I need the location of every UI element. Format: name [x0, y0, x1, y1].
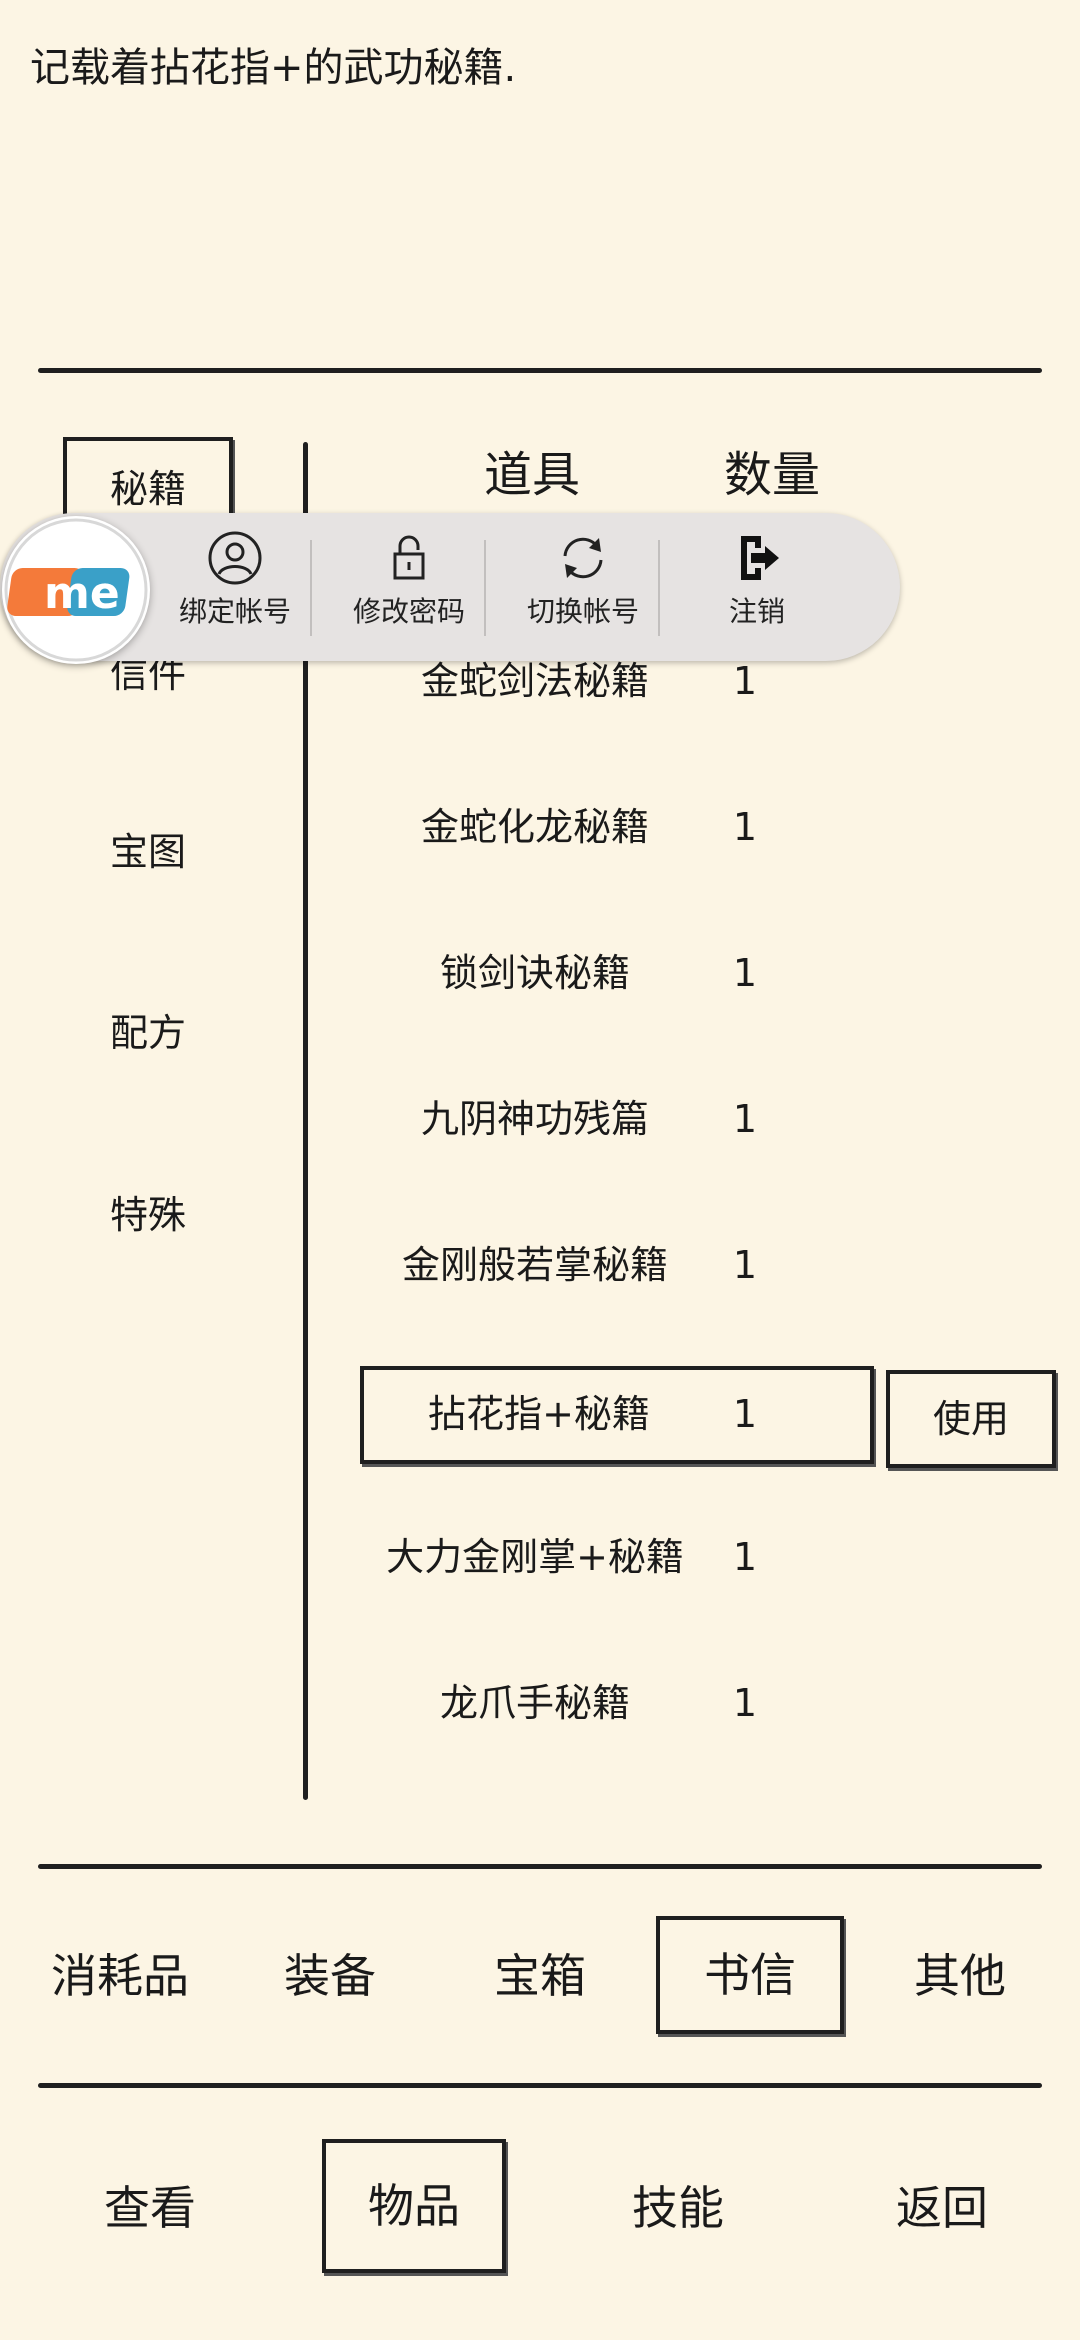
category-te-shu[interactable]: 特殊 [63, 1167, 233, 1263]
bind-account-button[interactable]: 绑定帐号 [150, 528, 320, 648]
table-row[interactable]: 九阴神功残篇 1 [360, 1071, 872, 1167]
tab-equipment[interactable]: 装备 [284, 1949, 376, 2003]
header-item: 道具 [483, 447, 580, 503]
item-name: 金刚般若掌秘籍 [401, 1243, 668, 1287]
item-qty: 1 [732, 1097, 758, 1141]
item-description: 记载着拈花指+的武功秘籍. [30, 45, 517, 91]
overlay-separator [310, 540, 312, 636]
top-divider [38, 368, 1042, 373]
header-quantity: 数量 [723, 447, 820, 503]
tab-others[interactable]: 其他 [914, 1949, 1006, 2003]
change-password-button[interactable]: 修改密码 [324, 528, 494, 648]
me-logo-letters: me [44, 568, 120, 619]
tab-skills[interactable]: 技能 [632, 2181, 724, 2235]
column-divider [303, 442, 308, 1800]
table-row-selected[interactable]: 拈花指+秘籍 1 [360, 1366, 874, 1464]
tab-view[interactable]: 查看 [104, 2181, 196, 2235]
me-logo-button[interactable]: me [2, 516, 150, 664]
item-qty: 1 [732, 659, 758, 703]
logout-label: 注销 [728, 595, 785, 628]
category-pei-fang[interactable]: 配方 [63, 985, 233, 1081]
item-qty: 1 [732, 951, 758, 995]
tab-treasure-box[interactable]: 宝箱 [494, 1949, 586, 2003]
table-row[interactable]: 金蛇剑法秘籍 1 [360, 633, 872, 729]
overlay-separator [484, 540, 486, 636]
middle-divider [38, 1864, 1042, 1869]
logout-icon [741, 536, 779, 580]
category-label: 配方 [109, 1011, 186, 1055]
switch-account-label: 切换帐号 [526, 595, 639, 628]
lower-divider [38, 2083, 1042, 2088]
item-name: 拈花指+秘籍 [428, 1392, 650, 1436]
item-name: 九阴神功残篇 [420, 1097, 649, 1141]
switch-account-button[interactable]: 切换帐号 [498, 528, 668, 648]
tab-back[interactable]: 返回 [896, 2181, 988, 2235]
user-icon [208, 531, 262, 585]
table-row[interactable]: 金蛇化龙秘籍 1 [360, 779, 872, 875]
table-row[interactable]: 大力金刚掌+秘籍 1 [360, 1509, 872, 1605]
item-name: 金蛇化龙秘籍 [420, 805, 649, 849]
logout-button[interactable]: 注销 [672, 528, 842, 648]
lock-icon [393, 535, 425, 580]
table-row[interactable]: 龙爪手秘籍 1 [360, 1655, 872, 1751]
me-logo-icon: me [4, 518, 148, 662]
overlay-separator [658, 540, 660, 636]
tab-items[interactable]: 物品 [322, 2139, 506, 2273]
item-name: 龙爪手秘籍 [439, 1681, 630, 1725]
refresh-icon [563, 537, 603, 579]
item-qty: 1 [732, 805, 758, 849]
table-row[interactable]: 锁剑诀秘籍 1 [360, 925, 872, 1021]
category-label: 特殊 [109, 1193, 186, 1237]
tab-consumables[interactable]: 消耗品 [51, 1949, 189, 2003]
item-name: 金蛇剑法秘籍 [420, 659, 649, 703]
use-button[interactable]: 使用 [886, 1370, 1056, 1468]
item-name: 锁剑诀秘籍 [439, 951, 630, 995]
table-row[interactable]: 金刚般若掌秘籍 1 [360, 1217, 872, 1313]
bind-account-label: 绑定帐号 [178, 595, 291, 628]
item-qty: 1 [732, 1681, 758, 1725]
change-password-label: 修改密码 [352, 595, 465, 628]
tab-letters[interactable]: 书信 [656, 1916, 844, 2034]
item-qty: 1 [732, 1243, 758, 1287]
category-label: 宝图 [109, 830, 186, 874]
item-qty: 1 [732, 1392, 758, 1436]
category-bao-tu[interactable]: 宝图 [63, 804, 233, 900]
item-qty: 1 [732, 1535, 758, 1579]
item-name: 大力金刚掌+秘籍 [386, 1535, 684, 1579]
category-label: 秘籍 [109, 467, 186, 511]
